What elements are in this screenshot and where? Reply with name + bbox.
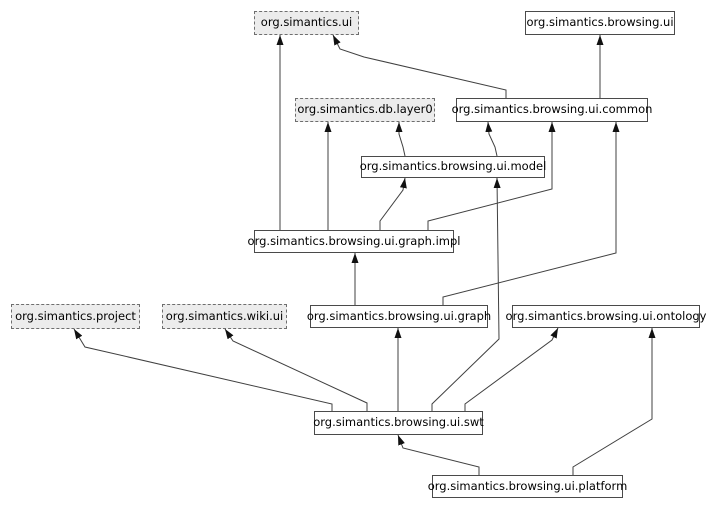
edge-model-to-db-layer0 [395,122,406,157]
edge-graph-impl-to-model [379,177,407,230]
node-db-layer0[interactable]: org.simantics.db.layer0 [295,98,435,122]
node-graph[interactable]: org.simantics.browsing.ui.graph [306,305,492,328]
node-label-project: org.simantics.project [15,308,136,323]
node-swt[interactable]: org.simantics.browsing.ui.swt [313,411,484,435]
edge-swt-to-model [431,177,501,411]
edge-graph-to-common [442,122,620,305]
edge-platform-to-swt [397,434,480,475]
node-graph-impl[interactable]: org.simantics.browsing.ui.graph.impl [248,230,460,253]
node-label-ui: org.simantics.ui [260,15,353,30]
node-label-ontology: org.simantics.browsing.ui.ontology [505,308,707,323]
node-label-graph-impl: org.simantics.browsing.ui.graph.impl [247,233,461,248]
edge-platform-to-ontology [572,328,656,475]
node-label-graph: org.simantics.browsing.ui.graph [306,308,492,323]
node-label-db-layer0: org.simantics.db.layer0 [297,102,433,117]
node-label-platform: org.simantics.browsing.ui.platform [427,478,628,493]
node-model[interactable]: org.simantics.browsing.ui.model [359,156,547,178]
node-ontology[interactable]: org.simantics.browsing.ui.ontology [506,305,706,328]
edge-common-to-ui [332,34,507,98]
node-label-swt: org.simantics.browsing.ui.swt [313,415,484,430]
node-label-browsing-ui: org.simantics.browsing.ui [526,15,674,30]
node-ui[interactable]: org.simantics.ui [254,11,359,35]
edge-model-to-common [485,121,498,157]
node-wiki-ui[interactable]: org.simantics.wiki.ui [162,304,287,329]
edge-swt-to-ontology [464,327,559,411]
edge-swt-to-project [73,328,333,411]
node-project[interactable]: org.simantics.project [11,304,140,329]
node-label-wiki-ui: org.simantics.wiki.ui [165,308,284,323]
edge-swt-to-wiki-ui [224,328,368,411]
node-label-model: org.simantics.browsing.ui.model [359,159,547,174]
edge-graph-impl-to-common [427,122,556,230]
node-label-common: org.simantics.browsing.ui.common [451,102,653,117]
node-platform[interactable]: org.simantics.browsing.ui.platform [428,475,627,498]
node-common[interactable]: org.simantics.browsing.ui.common [452,98,652,122]
node-browsing-ui[interactable]: org.simantics.browsing.ui [525,11,675,35]
